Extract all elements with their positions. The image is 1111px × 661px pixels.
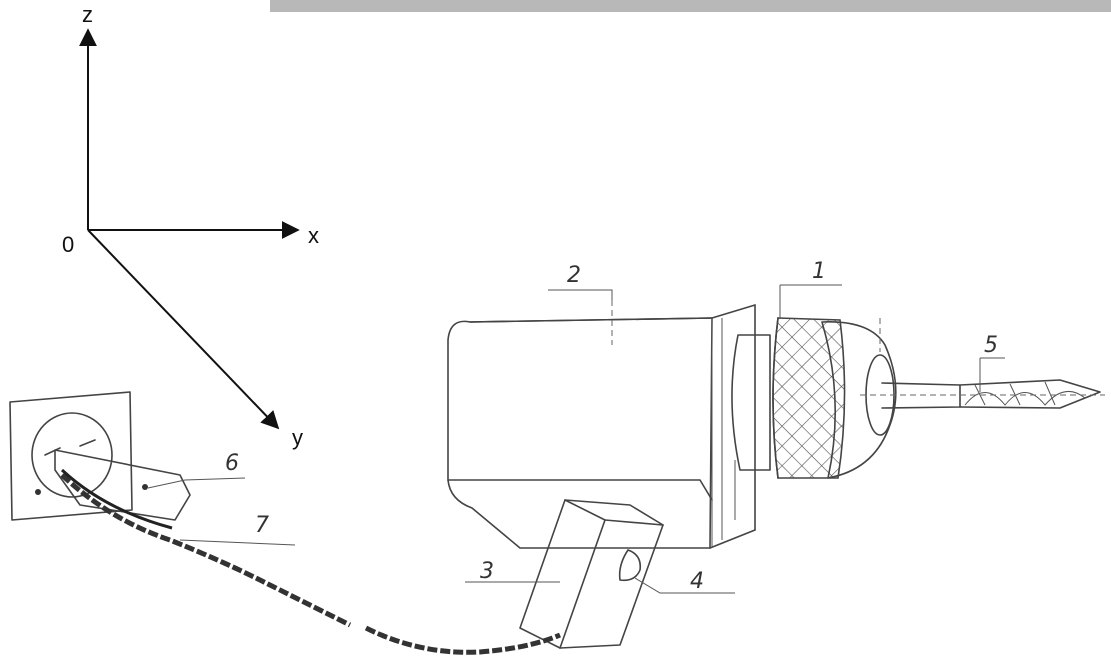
callout-4: 4 — [690, 569, 704, 594]
y-axis-label: y — [292, 425, 303, 450]
coordinate-axes: z x y 0 — [62, 2, 319, 450]
origin-label: 0 — [62, 232, 74, 257]
y-axis-line — [87, 229, 280, 430]
callout-1: 1 — [812, 259, 826, 284]
callout-3: 3 — [480, 559, 494, 584]
top-bar — [270, 0, 1111, 12]
cable — [60, 468, 561, 655]
plug — [54, 449, 191, 521]
drill-bit — [860, 379, 1105, 409]
callout-labels: 1 2 3 4 5 6 7 — [225, 259, 998, 594]
wall-socket — [9, 391, 133, 521]
drill-body — [447, 304, 756, 549]
callout-5: 5 — [984, 333, 998, 358]
callout-7: 7 — [255, 513, 269, 538]
callout-6: 6 — [225, 451, 239, 476]
sensor-block — [519, 499, 664, 649]
callout-leaders — [147, 284, 1005, 594]
chuck-knurled-ring — [731, 317, 846, 479]
x-axis-label: x — [308, 223, 319, 248]
z-axis-label: z — [82, 2, 93, 27]
callout-2: 2 — [567, 263, 581, 288]
